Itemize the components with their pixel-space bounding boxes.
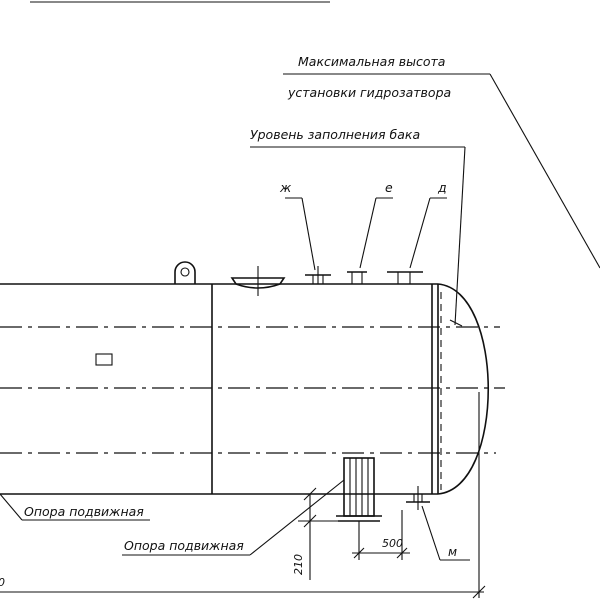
label-support-right: Опора подвижная [124,538,244,553]
nozzle-d [387,271,423,284]
leader-fill-level: Уровень заполнения бака [250,127,466,327]
tank-body [0,283,505,495]
dim-210-text: 210 [292,554,305,575]
leader-max-height: Максимальная высота установки гидрозатво… [283,54,600,269]
label-nozzle-d: д [437,180,447,195]
leader-support-right: Опора подвижная [122,479,345,556]
dimension-500: 500 [352,537,410,559]
lifting-lug [172,261,198,285]
overall-dimension: 0 [0,392,486,599]
nozzle-m: м [406,486,470,561]
manhole [230,266,286,296]
label-nozzle-m: м [448,545,457,559]
label-support-left: Опора подвижная [24,504,144,519]
dim-500-text: 500 [382,537,403,550]
nameplate [95,353,113,366]
support-right [336,457,403,560]
label-max-height-1: Максимальная высота [298,54,445,69]
label-nozzle-e: е [385,180,393,195]
dimension-210: 210 [292,487,338,580]
leader-support-left: Опора подвижная [0,493,150,521]
overall-dim-text-fragment: 0 [0,576,5,589]
label-fill-level: Уровень заполнения бака [250,127,420,142]
label-max-height-2: установки гидрозатвора [287,85,451,100]
nozzle-leaders: ж е д [279,180,447,271]
label-nozzle-zh: ж [279,180,292,195]
nozzle-e [347,271,367,284]
nozzle-zh [305,266,331,284]
